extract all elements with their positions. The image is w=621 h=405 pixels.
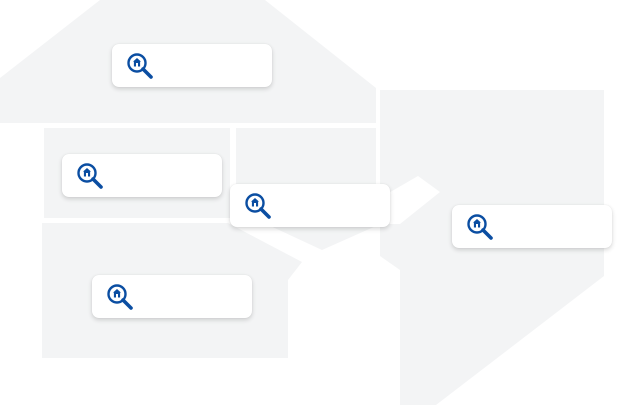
property-search-card-1[interactable] xyxy=(112,44,272,87)
property-search-card-5[interactable] xyxy=(92,275,252,318)
property-search-card-4[interactable] xyxy=(452,205,612,248)
home-search-icon xyxy=(242,190,274,222)
home-search-icon xyxy=(104,281,136,313)
property-search-card-2[interactable] xyxy=(62,154,222,197)
property-search-card-3[interactable] xyxy=(230,184,390,227)
home-search-icon xyxy=(464,211,496,243)
home-search-icon xyxy=(124,50,156,82)
map-divider xyxy=(380,176,440,224)
home-search-icon xyxy=(74,160,106,192)
